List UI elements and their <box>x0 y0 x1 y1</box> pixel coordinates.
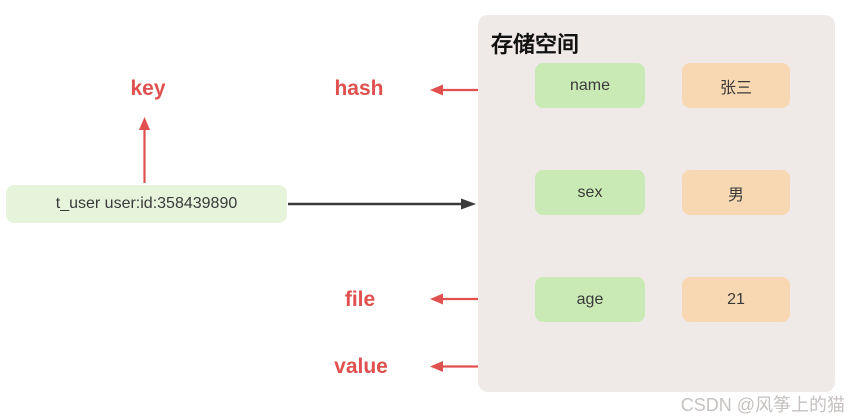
storage-panel: 存储空间 name 张三 sex 男 age 21 <box>478 15 835 392</box>
key-box: t_user user:id:358439890 <box>6 185 287 223</box>
storage-panel-title: 存储空间 <box>491 32 580 57</box>
value-box-sex: 男 <box>682 170 790 215</box>
value-box-age: 21 <box>682 277 790 322</box>
value-box-name: 张三 <box>682 63 790 108</box>
field-box-name: name <box>535 63 645 108</box>
label-value: value <box>334 355 388 378</box>
label-key: key <box>130 77 166 100</box>
field-box-sex: sex <box>535 170 645 215</box>
label-hash: hash <box>334 77 384 100</box>
label-file: file <box>344 288 376 311</box>
field-box-age: age <box>535 277 645 322</box>
csdn-watermark: CSDN @风筝上的猫 <box>680 395 845 415</box>
